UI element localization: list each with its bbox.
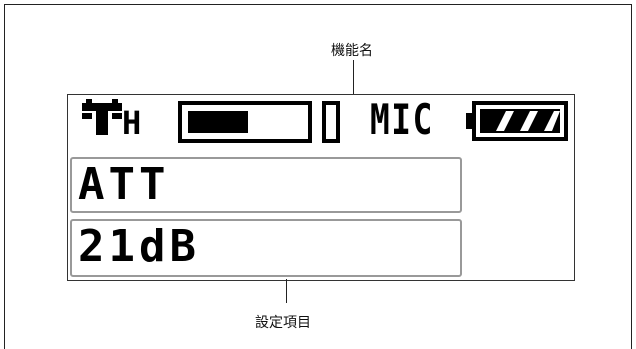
setting-value: 21dB [78, 221, 200, 272]
figure-frame [4, 4, 632, 349]
function-name-label: 機能名 [331, 43, 373, 59]
function-name-box [70, 157, 462, 213]
antenna-icon [82, 99, 122, 135]
setting-item-leader-line [286, 279, 287, 303]
rf-level-meter-icon [178, 101, 340, 143]
lcd-display: H MIC ATT 21dB [67, 94, 575, 281]
function-value: ATT [78, 159, 170, 210]
mic-label: MIC [370, 95, 434, 144]
antenna-letter: H [122, 104, 142, 142]
battery-icon [466, 101, 568, 141]
setting-item-label: 設定項目 [255, 315, 311, 331]
setting-item-box [70, 219, 462, 277]
